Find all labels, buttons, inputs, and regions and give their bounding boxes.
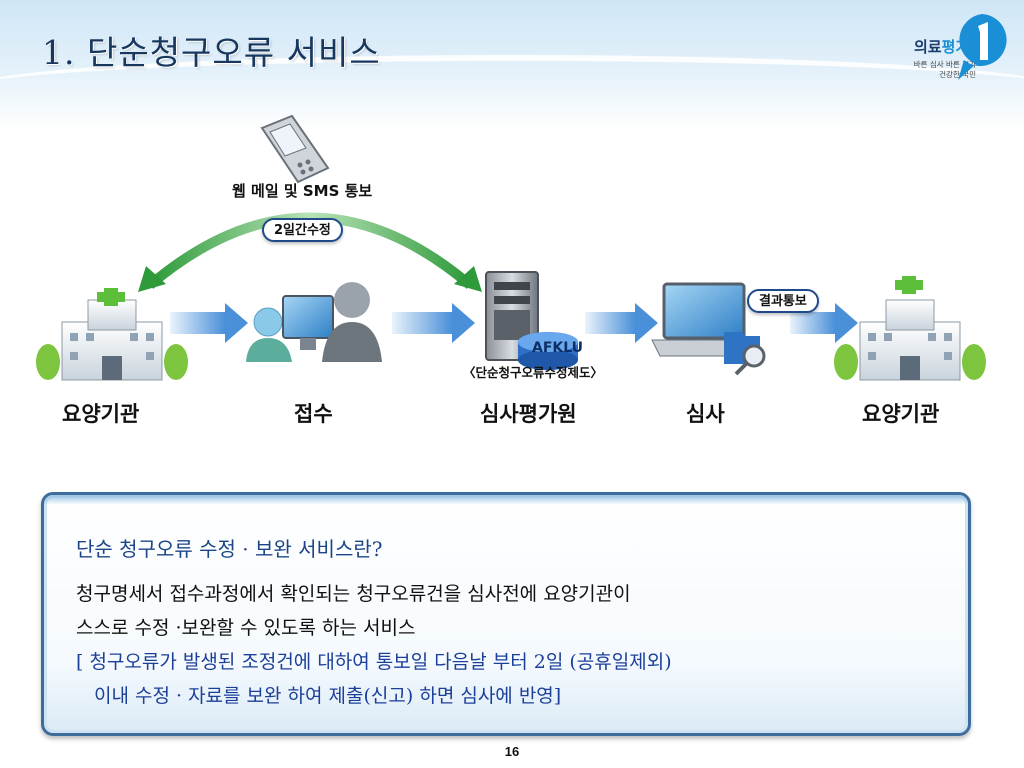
- flow-arrow-3: [585, 303, 658, 343]
- step-label-reception: 접수: [294, 402, 333, 426]
- flow-arrow-1: [170, 303, 248, 343]
- info-line-1: 청구명세서 접수과정에서 확인되는 청구오류건을 심사전에 요양기관이: [76, 583, 631, 605]
- info-line-4: 이내 수정 · 자료를 보완 하여 제출(신고) 하면 심사에 반영]: [94, 685, 562, 707]
- logo-tagline: 바른 심사 바른 평가 건강한 국민: [886, 60, 976, 80]
- phone-icon: [260, 114, 330, 184]
- box-top-edge: [44, 495, 968, 505]
- logo: 의료평가 바른 심사 바른 평가 건강한 국민: [880, 12, 1010, 88]
- green-arc-arrow: [138, 212, 482, 292]
- flow-arrow-2: [392, 303, 475, 343]
- logo-tagline-line2: 건강한 국민: [939, 70, 976, 79]
- header-swoosh: [0, 55, 1024, 125]
- correction-period-badge: 2일간수정: [262, 218, 343, 242]
- hospital-right-icon: [834, 276, 986, 381]
- process-diagram: 웹 메일 및 SMS 통보 2일간수정 결과통보 AFKLU 〈단순청구오류수정…: [0, 100, 1024, 440]
- logo-tagline-line1: 바른 심사 바른 평가: [913, 60, 976, 69]
- system-subtitle: 〈단순청구오류수정제도〉: [463, 365, 604, 380]
- laptop-icon: [651, 282, 766, 376]
- result-notice-badge: 결과통보: [747, 289, 819, 313]
- hospital-left-icon: [36, 288, 188, 381]
- step-label-institution: 요양기관: [62, 402, 140, 426]
- info-line-2: 스스로 수정 ·보완할 수 있도록 하는 서비스: [76, 617, 416, 639]
- page-number: 16: [504, 744, 520, 759]
- step-label-institution-return: 요양기관: [862, 402, 940, 426]
- logo-name-part1: 의료: [914, 38, 942, 56]
- staff-computer-icon: [246, 282, 382, 362]
- flow-arrow-4: [790, 303, 858, 343]
- system-name: AFKLU: [532, 340, 584, 356]
- server-icon: [485, 271, 578, 370]
- diagram-graphics: [36, 114, 986, 381]
- notice-label: 웹 메일 및 SMS 통보: [232, 182, 373, 200]
- service-description-box: 단순 청구오류 수정 · 보완 서비스란? 청구명세서 접수과정에서 확인되는 …: [41, 492, 971, 736]
- slide-title: 1. 단순청구오류 서비스: [42, 33, 381, 72]
- info-line-3: [ 청구오류가 발생된 조정건에 대하여 통보일 다음날 부터 2일 (공휴일제…: [76, 651, 672, 673]
- step-label-agency: 심사평가원: [480, 402, 577, 426]
- logo-mark-icon: [958, 14, 1007, 80]
- info-heading: 단순 청구오류 수정 · 보완 서비스란?: [76, 537, 383, 561]
- step-label-review: 심사: [686, 402, 725, 426]
